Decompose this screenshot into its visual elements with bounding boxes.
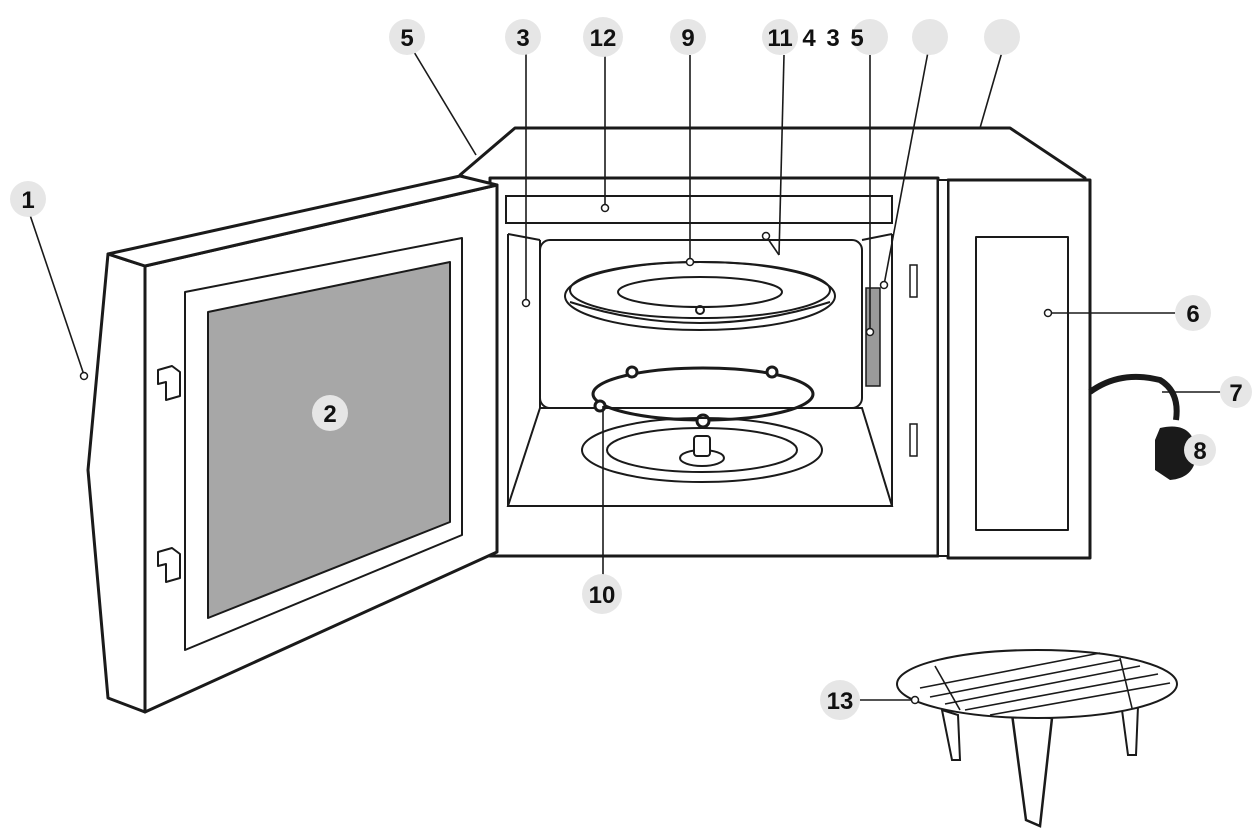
power-cord-cable: [1088, 373, 1180, 421]
callout-1: 1: [10, 181, 46, 217]
callout-6: 6: [1175, 295, 1211, 331]
callout-11: 11: [762, 19, 798, 55]
callout-blank-1: [852, 19, 888, 55]
svg-text:10: 10: [589, 582, 616, 609]
callout-10: 10: [582, 574, 622, 614]
svg-text:11: 11: [767, 25, 792, 52]
cavity-left-corner: [507, 233, 541, 241]
power-plug: [1155, 426, 1196, 480]
turntable-base: [581, 417, 823, 483]
svg-text:5: 5: [400, 25, 413, 52]
svg-text:1: 1: [21, 187, 34, 214]
grill-rack: [896, 649, 1178, 828]
callout-12: 12: [583, 17, 623, 57]
callout-5-left: 5: [389, 19, 425, 55]
waveguide-cover: [865, 287, 881, 387]
door-window: [207, 261, 451, 619]
svg-text:13: 13: [827, 688, 854, 715]
control-panel-display: [975, 236, 1069, 531]
svg-text:12: 12: [590, 25, 617, 52]
door-hook-upper: [157, 365, 181, 401]
grill-heater-bar: [505, 195, 893, 224]
callout-blank-3: [984, 19, 1020, 55]
label-4: 4: [802, 25, 816, 52]
door-hook-lower: [157, 547, 181, 583]
callout-7: 7: [1220, 376, 1252, 408]
callout-2: 2: [312, 395, 348, 431]
svg-text:2: 2: [323, 401, 336, 428]
callout-13: 13: [820, 680, 860, 720]
door-top-edge: [106, 174, 499, 268]
svg-text:8: 8: [1193, 438, 1206, 465]
callout-9: 9: [670, 19, 706, 55]
svg-text:3: 3: [516, 25, 529, 52]
oven-door: [86, 174, 499, 714]
leader-lines: [29, 51, 1222, 701]
cavity-right-corner: [861, 233, 893, 241]
svg-text:7: 7: [1229, 380, 1242, 407]
callout-8: 8: [1184, 434, 1216, 466]
door-side-edge: [86, 252, 147, 714]
latch-hole-upper: [909, 264, 918, 298]
glass-tray: [564, 261, 836, 331]
label-5: 5: [850, 25, 863, 52]
leader-dots: [79, 203, 1053, 705]
label-3: 3: [826, 25, 839, 52]
power-cord: [1088, 373, 1196, 480]
roller-ring: [591, 365, 815, 429]
callout-badges: 1 2 5 3 12 9 11: [10, 17, 1252, 720]
svg-text:9: 9: [681, 25, 694, 52]
door-interlock-strip: [937, 179, 949, 557]
svg-text:6: 6: [1186, 301, 1199, 328]
callout-3-left: 3: [505, 19, 541, 55]
latch-hole-lower: [909, 423, 918, 457]
callout-blank-2: [912, 19, 948, 55]
